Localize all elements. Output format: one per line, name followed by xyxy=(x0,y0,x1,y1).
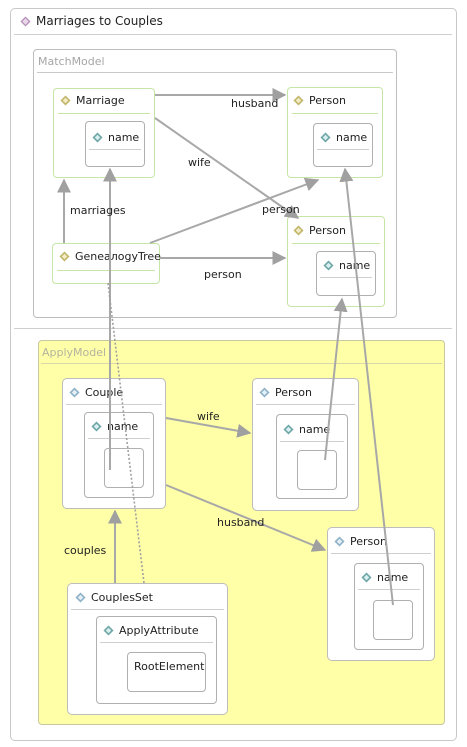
marriage-name-attr[interactable] xyxy=(85,121,145,167)
marriage-divider xyxy=(58,113,150,114)
couples-set-header: CouplesSet xyxy=(75,591,153,604)
diagram-title-text: Marriages to Couples xyxy=(36,14,163,28)
apply-person-husband-name-divider xyxy=(358,589,420,590)
couples-set-divider xyxy=(71,609,224,610)
match-person-2-header: Person xyxy=(293,224,346,237)
match-person-2-name-attr[interactable] xyxy=(316,251,376,296)
diamond-olive-icon xyxy=(293,95,304,106)
edge-label-person-a: person xyxy=(262,203,300,216)
apply-person-wife-name-label: name xyxy=(299,423,331,436)
genealogy-tree-divider xyxy=(57,270,155,271)
diamond-blue-icon xyxy=(69,387,80,398)
diagram-title: Marriages to Couples xyxy=(20,14,163,28)
couple-name-divider xyxy=(88,438,150,439)
apply-person-wife-name-divider xyxy=(280,441,344,442)
diamond-olive-icon xyxy=(59,251,70,262)
marriage-name-header: name xyxy=(92,131,139,144)
diamond-teal-icon xyxy=(320,132,331,143)
edge-label-wife: wife xyxy=(188,156,211,169)
couple-divider xyxy=(66,404,162,405)
edge-label-couples: couples xyxy=(64,544,107,557)
diamond-olive-icon xyxy=(60,95,71,106)
apply-person-husband-divider xyxy=(331,553,431,554)
apply-attribute-header: ApplyAttribute xyxy=(103,624,199,637)
match-person-2-name-label: name xyxy=(339,259,371,272)
match-person-1-name-label: name xyxy=(336,131,368,144)
apply-model-divider xyxy=(41,363,442,364)
edge-label-apply-husband: husband xyxy=(217,516,265,529)
match-person-2-name-divider xyxy=(320,277,372,278)
diamond-teal-icon xyxy=(92,132,103,143)
edge-label-person-b: person xyxy=(204,268,242,281)
match-model-divider xyxy=(37,72,393,73)
diamond-teal-icon xyxy=(361,572,372,583)
apply-person-wife-label: Person xyxy=(275,386,312,399)
apply-attribute-divider xyxy=(100,642,213,643)
apply-person-wife-divider xyxy=(256,404,355,405)
root-element-label: RootElement xyxy=(134,660,205,673)
root-element-node[interactable] xyxy=(127,652,206,692)
marriage-name-label: name xyxy=(108,131,140,144)
section-divider xyxy=(14,328,452,329)
couple-name-label: name xyxy=(107,420,139,433)
diamond-purple-icon xyxy=(20,15,31,27)
couple-label: Couple xyxy=(85,386,124,399)
diamond-teal-icon xyxy=(103,625,114,636)
diamond-olive-icon xyxy=(293,225,304,236)
diamond-teal-icon xyxy=(283,424,294,435)
match-person-1-name-divider xyxy=(317,149,369,150)
match-person-2-name-header: name xyxy=(323,259,370,272)
apply-attribute-label: ApplyAttribute xyxy=(119,624,199,637)
diamond-blue-icon xyxy=(259,387,270,398)
marriage-header: Marriage xyxy=(60,94,125,107)
apply-person-wife-name-value[interactable] xyxy=(297,450,337,490)
apply-model-title: ApplyModel xyxy=(42,346,107,359)
couple-name-header: name xyxy=(91,420,138,433)
marriage-label: Marriage xyxy=(76,94,125,107)
match-model-title: MatchModel xyxy=(38,55,105,68)
couple-header: Couple xyxy=(69,386,123,399)
diamond-teal-icon xyxy=(91,421,102,432)
genealogy-tree-header: GeneaлogyTree xyxy=(59,250,161,263)
title-divider xyxy=(14,34,452,35)
match-person-1-name-header: name xyxy=(320,131,367,144)
match-person-1-divider xyxy=(292,113,378,114)
apply-person-husband-name-label: name xyxy=(377,571,409,584)
apply-person-husband-name-value[interactable] xyxy=(373,600,413,640)
apply-person-husband-name-header: name xyxy=(361,571,408,584)
edge-label-marriages: marriages xyxy=(70,204,126,217)
apply-person-wife-name-header: name xyxy=(283,423,330,436)
diamond-teal-icon xyxy=(323,260,334,271)
apply-person-husband-label: Person xyxy=(350,535,387,548)
edge-label-husband: husband xyxy=(231,97,279,110)
match-person-2-label: Person xyxy=(309,224,346,237)
diamond-blue-icon xyxy=(75,592,86,603)
couple-name-value[interactable] xyxy=(104,448,144,488)
marriage-name-divider xyxy=(89,149,141,150)
diamond-blue-icon xyxy=(334,536,345,547)
match-person-1-label: Person xyxy=(309,94,346,107)
apply-person-husband-header: Person xyxy=(334,535,387,548)
genealogy-tree-label: GeneaлogyTree xyxy=(75,250,161,263)
match-person-2-divider xyxy=(292,243,380,244)
apply-person-wife-header: Person xyxy=(259,386,312,399)
couples-set-label: CouplesSet xyxy=(91,591,153,604)
match-person-1-name-attr[interactable] xyxy=(313,123,373,167)
edge-label-apply-wife: wife xyxy=(197,410,220,423)
genealogy-tree-node[interactable] xyxy=(52,243,160,284)
match-person-1-header: Person xyxy=(293,94,346,107)
